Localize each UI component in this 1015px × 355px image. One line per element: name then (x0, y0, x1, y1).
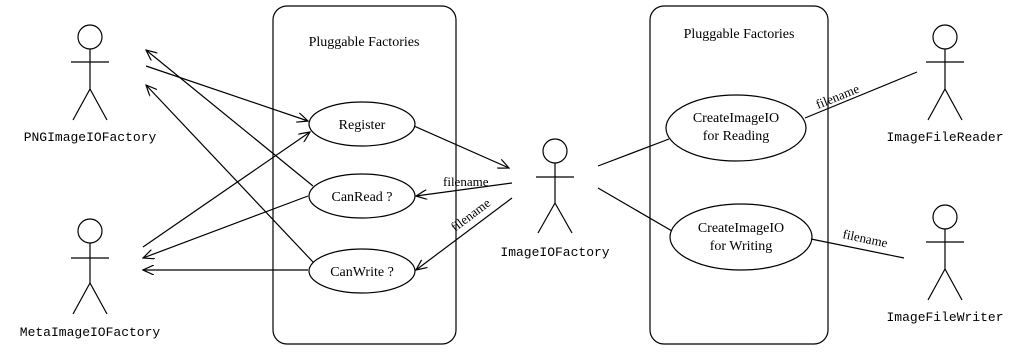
use-case-label: Register (339, 118, 386, 133)
association-imageio-to-canwrite (416, 197, 513, 270)
association-imageio-to-canread (416, 182, 513, 196)
actor-figure-icon (926, 24, 964, 121)
actor-label: PNGImageIOFactory (24, 130, 157, 145)
association-register-to-imageio (413, 125, 509, 168)
system-boundary-left: Pluggable Factories (272, 5, 457, 345)
association-imageio-to-create-write (597, 187, 673, 232)
actor-figure-icon (71, 218, 109, 315)
edge-label-reader-filename: filename (814, 81, 862, 112)
actor-meta-image-io-factory[interactable]: MetaImageIOFactory (20, 218, 161, 340)
actor-label: ImageFileReader (886, 130, 1003, 145)
actor-figure-icon (71, 24, 109, 121)
use-case-label-line1: CreateImageIO (698, 221, 784, 236)
actor-label: ImageFileWriter (886, 310, 1003, 325)
actor-image-io-factory[interactable]: ImageIOFactory (500, 138, 610, 260)
system-title-right: Pluggable Factories (684, 27, 795, 42)
use-case-can-read[interactable]: CanRead ? (308, 173, 416, 219)
use-case-create-for-writing[interactable]: CreateImageIO for Writing (669, 203, 813, 271)
use-case-register[interactable]: Register (308, 101, 416, 147)
association-png-to-register (145, 65, 308, 121)
use-case-label-line2: for Writing (710, 239, 773, 254)
actor-png-image-io-factory[interactable]: PNGImageIOFactory (24, 24, 157, 145)
use-case-label: CanRead ? (331, 190, 392, 205)
association-meta-to-register (142, 132, 310, 248)
actor-label: MetaImageIOFactory (20, 325, 161, 340)
association-canread-to-meta (143, 195, 309, 258)
association-canread-to-png (146, 50, 314, 187)
association-create-read-to-reader (804, 71, 918, 119)
use-case-create-for-reading[interactable]: CreateImageIO for Reading (665, 94, 807, 162)
actor-figure-icon (926, 204, 964, 301)
actor-image-file-writer[interactable]: ImageFileWriter (886, 204, 1004, 325)
system-boundary-right: Pluggable Factories (649, 5, 829, 345)
actor-figure-icon (536, 138, 574, 234)
association-canwrite-to-png (146, 85, 314, 263)
association-imageio-to-create-read (597, 138, 670, 167)
use-case-label-line1: CreateImageIO (693, 111, 779, 126)
association-create-write-to-writer (810, 238, 905, 259)
use-case-label-line2: for Reading (703, 129, 769, 144)
use-case-label: CanWrite ? (330, 265, 394, 280)
edge-label-canread-filename: filename (443, 174, 489, 189)
actor-image-file-reader[interactable]: ImageFileReader (886, 24, 1004, 145)
system-title-left: Pluggable Factories (309, 35, 420, 50)
use-case-can-write[interactable]: CanWrite ? (308, 248, 416, 294)
actor-label: ImageIOFactory (500, 245, 609, 260)
